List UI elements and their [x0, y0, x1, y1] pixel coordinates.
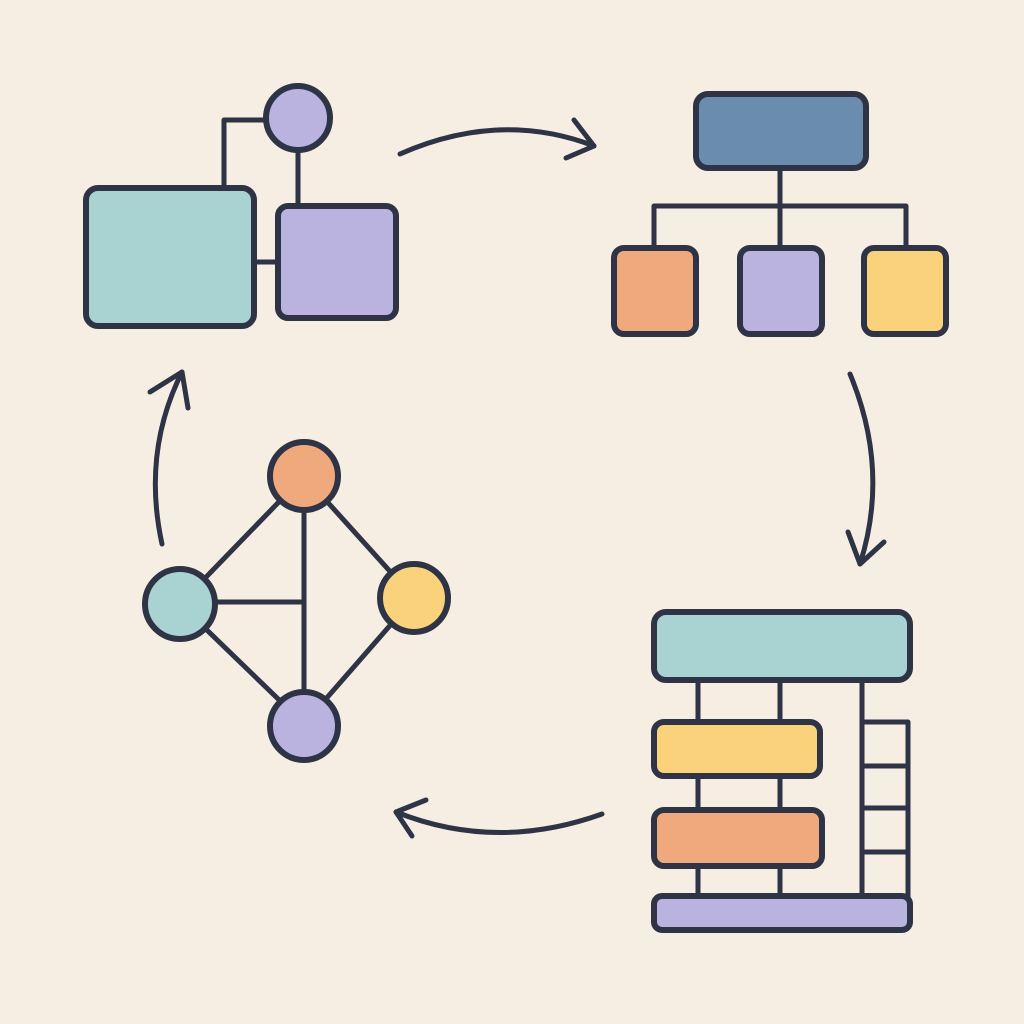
- arrow-head: [147, 369, 191, 411]
- arrow-curve: [847, 371, 876, 567]
- layer-lower-bar: [651, 807, 825, 869]
- tree-root-node: [693, 91, 869, 171]
- arrow-head: [845, 529, 887, 567]
- tree-branch-line: [651, 203, 909, 251]
- arrow-head: [393, 797, 429, 839]
- network-node-right: [377, 561, 451, 635]
- arrow-head: [563, 117, 597, 161]
- network-node-bottom: [267, 689, 341, 763]
- layer-ladder-rungs: [859, 763, 911, 855]
- layer-stack-icon: [651, 609, 913, 933]
- layer-top-bar: [651, 609, 913, 683]
- block-node-small: [275, 203, 399, 321]
- arrow-block-to-tree: [397, 117, 597, 161]
- tree-child-node-left: [611, 245, 699, 337]
- block-node-large: [83, 185, 257, 329]
- arrow-network-to-block: [147, 369, 191, 547]
- cycle-arrows: [147, 117, 887, 839]
- arrow-curve: [397, 127, 597, 157]
- network-graph-icon: [142, 439, 451, 763]
- connector-line: [221, 117, 271, 191]
- network-node-top: [267, 439, 341, 513]
- arrow-tree-to-layers: [845, 371, 887, 567]
- org-chart-icon: [611, 91, 949, 337]
- tree-child-node-center: [737, 245, 825, 337]
- layer-middle-bar: [651, 719, 823, 779]
- layer-base-bar: [651, 893, 913, 933]
- arrow-curve: [393, 809, 605, 835]
- tree-child-node-right: [861, 245, 949, 337]
- block-diagram-icon: [83, 83, 399, 329]
- block-node-circle: [263, 83, 333, 153]
- network-node-left: [142, 566, 218, 642]
- arrow-layers-to-network: [393, 797, 605, 839]
- layer-ladder-rail: [859, 719, 911, 901]
- arrow-curve: [152, 369, 185, 547]
